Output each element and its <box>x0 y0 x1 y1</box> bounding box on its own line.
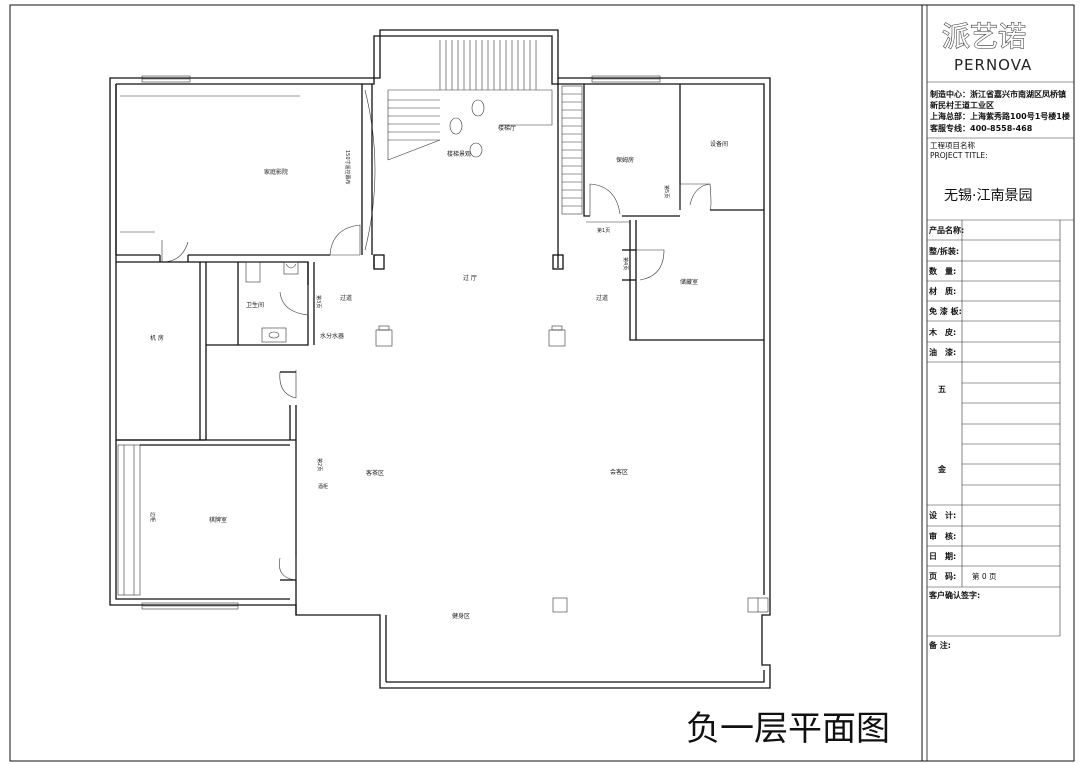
label-page-ref-1: 第1页 <box>597 227 610 234</box>
room-stair-light: 楼梯景观 <box>447 150 471 158</box>
field-veneer: 木 皮: <box>928 327 956 337</box>
company-line-3: 上海总部：上海紫秀路100号1号楼1楼 <box>930 111 1070 121</box>
brand-logo-cn: 派艺诺 <box>942 20 1026 53</box>
field-product-name: 产品名称: <box>929 225 964 235</box>
brand-logo-en: PERNOVA <box>954 56 1032 74</box>
room-corridor-left: 过道 <box>340 294 352 302</box>
hardware-char-2: 金 <box>937 464 947 474</box>
room-home-theater: 家庭影院 <box>264 168 288 176</box>
hardware-char-1: 五 <box>938 385 946 394</box>
room-corridor-right: 过道 <box>596 294 608 302</box>
title-block: 派艺诺 PERNOVA 制造中心：浙江省嘉兴市南湖区凤桥镇 新民村王道工业区 上… <box>927 19 1074 650</box>
room-stair-hall: 楼梯厅 <box>498 124 516 132</box>
room-bathroom: 卫生间 <box>246 301 264 309</box>
company-line-4: 客服专线：400-8558-468 <box>929 123 1033 133</box>
field-assembly: 整/拆装: <box>928 246 959 256</box>
remarks: 备 注: <box>928 640 951 650</box>
label-page-ref-3: 第4页 <box>622 257 629 270</box>
project-label-en: PROJECT TITLE: <box>930 151 988 160</box>
label-page-ref-5: 第2页 <box>316 458 323 471</box>
client-signature: 客户确认签字: <box>928 590 980 600</box>
label-side: 边柜 <box>149 512 156 522</box>
field-quantity: 数 量: <box>929 266 956 276</box>
project-label-cn: 工程项目名称 <box>930 140 975 150</box>
label-page-ref-2: 第5页 <box>663 185 670 198</box>
label-elec: 酒柜 <box>318 483 328 490</box>
field-page: 页 码: <box>929 572 956 581</box>
room-nanny: 保姆房 <box>616 156 634 164</box>
field-page-value: 第 0 页 <box>972 571 997 581</box>
room-fitness: 健身区 <box>452 612 470 620</box>
sheet-border <box>9 4 1075 762</box>
field-paint-free-board: 免 漆 板: <box>929 306 962 316</box>
label-page-ref-4: 第3页 <box>315 295 322 308</box>
field-date: 日 期: <box>929 551 956 561</box>
room-chess: 棋牌室 <box>209 516 227 524</box>
field-material: 材 质: <box>929 286 956 296</box>
field-review: 审 核: <box>929 531 956 541</box>
drawing-title: 负一层平面图 <box>686 709 890 749</box>
room-machine: 机 房 <box>150 334 164 342</box>
project-name: 无锡·江南景园 <box>944 188 1032 204</box>
label-water-dist: 水分水器 <box>320 332 344 340</box>
floor-plan: 家庭影院 楼梯厅 楼梯景观 保姆房 设备间 储藏室 过 厅 过道 过道 卫生间 … <box>109 29 890 749</box>
room-hall: 过 厅 <box>463 274 477 282</box>
company-line-2: 新民村王道工业区 <box>930 100 994 110</box>
company-line-1: 制造中心：浙江省嘉兴市南湖区凤桥镇 <box>930 89 1066 99</box>
field-paint: 油 漆: <box>929 347 956 357</box>
room-meeting-area: 会客区 <box>610 468 628 476</box>
field-design: 设 计: <box>929 510 956 520</box>
room-guest-area: 客茶区 <box>366 469 384 477</box>
label-screen: 150寸遥控幕布 <box>344 150 351 185</box>
room-storage: 储藏室 <box>680 278 698 286</box>
room-equipment: 设备间 <box>710 140 728 148</box>
